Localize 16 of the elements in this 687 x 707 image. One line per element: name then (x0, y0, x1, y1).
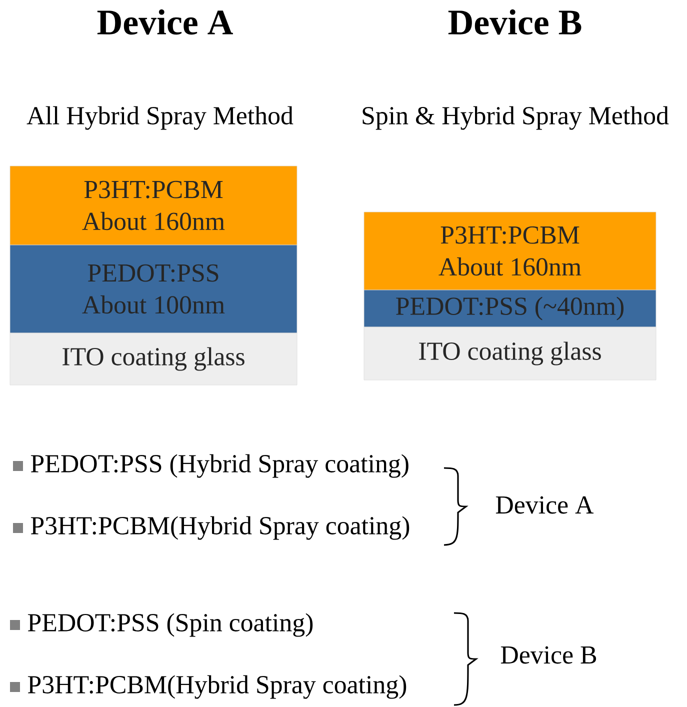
group-label: Device A (496, 496, 594, 514)
list-item: P3HT:PCBM(Hybrid Spray coating) (28, 675, 406, 699)
subtitle: All Hybrid Spray Method (26, 106, 294, 130)
subtitle: Spin & Hybrid Spray Method (362, 106, 669, 130)
layer-box: PEDOT:PSS (~40nm) (364, 290, 656, 328)
layer-box: PEDOT:PSS About 100nm (10, 244, 298, 334)
list-item: PEDOT:PSS (Hybrid Spray coating) (30, 454, 408, 478)
layer-box: ITO coating glass (10, 332, 298, 386)
layer-box: P3HT:PCBM About 160nm (364, 212, 656, 290)
layer-box: P3HT:PCBM About 160nm (10, 166, 298, 246)
list-item: PEDOT:PSS (Spin coating) (28, 613, 313, 637)
list-item: P3HT:PCBM(Hybrid Spray coating) (30, 516, 410, 540)
group-label: Device B (500, 646, 596, 664)
heading: Device A (97, 9, 233, 35)
heading: Device B (448, 9, 582, 35)
layer-box: ITO coating glass (364, 326, 656, 380)
